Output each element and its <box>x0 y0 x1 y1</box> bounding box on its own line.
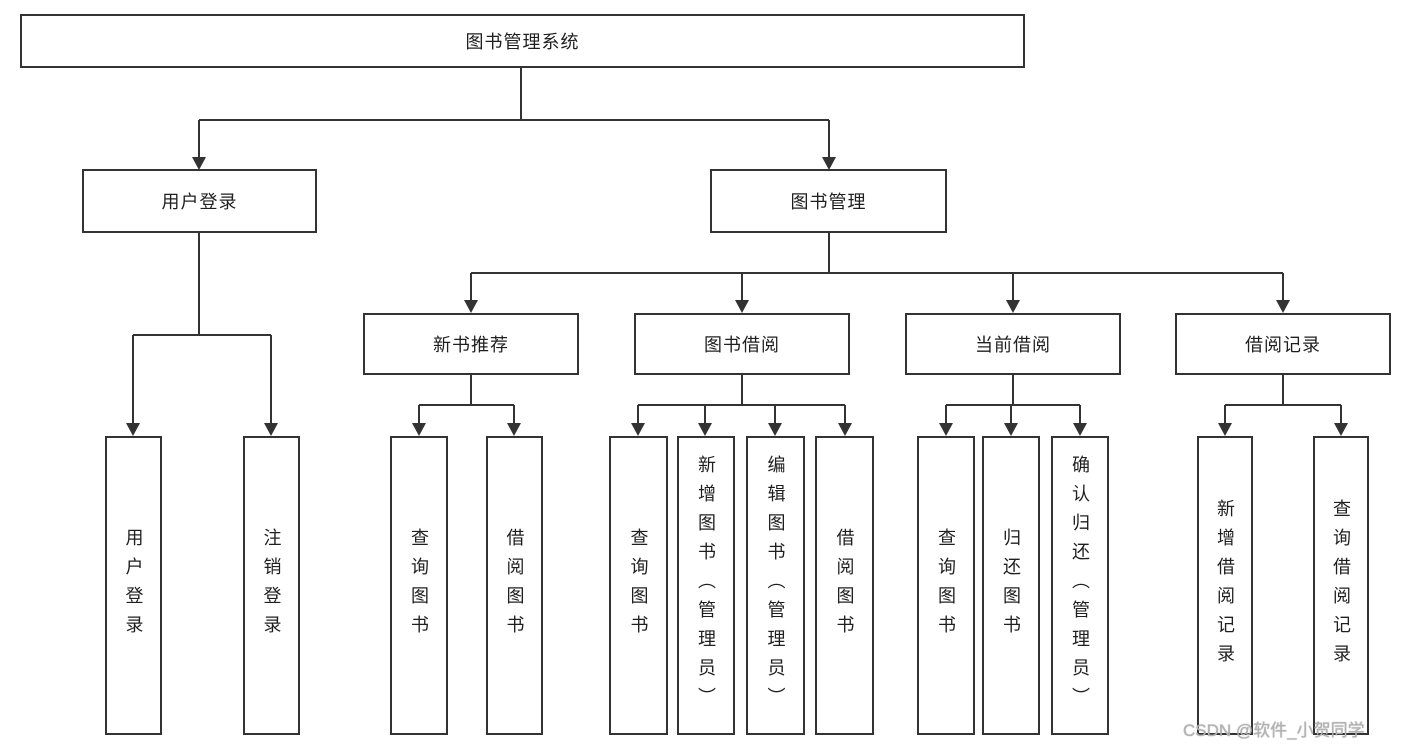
leaf-logout-login: 注销登录 <box>243 436 300 735</box>
leaf-user-login: 用户登录 <box>105 436 162 735</box>
node-label: 图书管理 <box>790 192 867 212</box>
node-label: 用户登录 <box>123 527 144 644</box>
leaf-add-books-admin: 新增图书（管理员） <box>677 436 735 735</box>
node-book-management: 图书管理 <box>710 169 947 233</box>
node-label: 编辑图书（管理员） <box>765 455 786 716</box>
node-label: 查询图书 <box>409 527 429 644</box>
leaf-query-books-recommend: 查询图书 <box>390 436 448 735</box>
node-current-borrowing: 当前借阅 <box>905 313 1121 375</box>
node-label: 新增图书（管理员） <box>696 455 716 716</box>
leaf-borrow-books: 借阅图书 <box>815 436 874 735</box>
node-root: 图书管理系统 <box>20 14 1025 68</box>
csdn-watermark: CSDN @软件_小贺同学 <box>1183 721 1365 740</box>
node-label: 当前借阅 <box>975 335 1051 355</box>
node-label: 图书借阅 <box>704 335 780 355</box>
leaf-confirm-return-admin: 确认归还（管理员） <box>1051 436 1109 735</box>
node-label: 用户登录 <box>161 192 238 212</box>
node-label: 借阅图书 <box>834 527 855 644</box>
node-label: 查询借阅记录 <box>1331 498 1351 673</box>
node-label: 确认归还（管理员） <box>1070 455 1090 716</box>
node-user-login: 用户登录 <box>82 169 317 233</box>
node-label: 图书管理系统 <box>465 32 580 52</box>
arrowhead-icons <box>126 157 1348 436</box>
node-label: 新书推荐 <box>433 335 509 355</box>
leaf-query-books-borrowing: 查询图书 <box>609 436 668 735</box>
node-label: 查询图书 <box>936 527 956 644</box>
node-borrowing-records: 借阅记录 <box>1175 313 1391 375</box>
leaf-add-borrow-record: 新增借阅记录 <box>1197 436 1253 735</box>
leaf-return-books: 归还图书 <box>982 436 1040 735</box>
leaf-query-borrow-record: 查询借阅记录 <box>1313 436 1369 735</box>
node-label: 归还图书 <box>1001 527 1021 644</box>
node-new-book-recommend: 新书推荐 <box>363 313 579 375</box>
leaf-edit-books-admin: 编辑图书（管理员） <box>746 436 805 735</box>
node-label: 注销登录 <box>261 527 282 644</box>
node-book-borrowing: 图书借阅 <box>634 313 850 375</box>
node-label: 借阅记录 <box>1245 335 1321 355</box>
leaf-query-books-current: 查询图书 <box>917 436 975 735</box>
node-label: 借阅图书 <box>504 527 525 644</box>
node-label: 新增借阅记录 <box>1215 498 1235 673</box>
node-label: 查询图书 <box>628 527 649 644</box>
leaf-borrow-books-recommend: 借阅图书 <box>486 436 543 735</box>
